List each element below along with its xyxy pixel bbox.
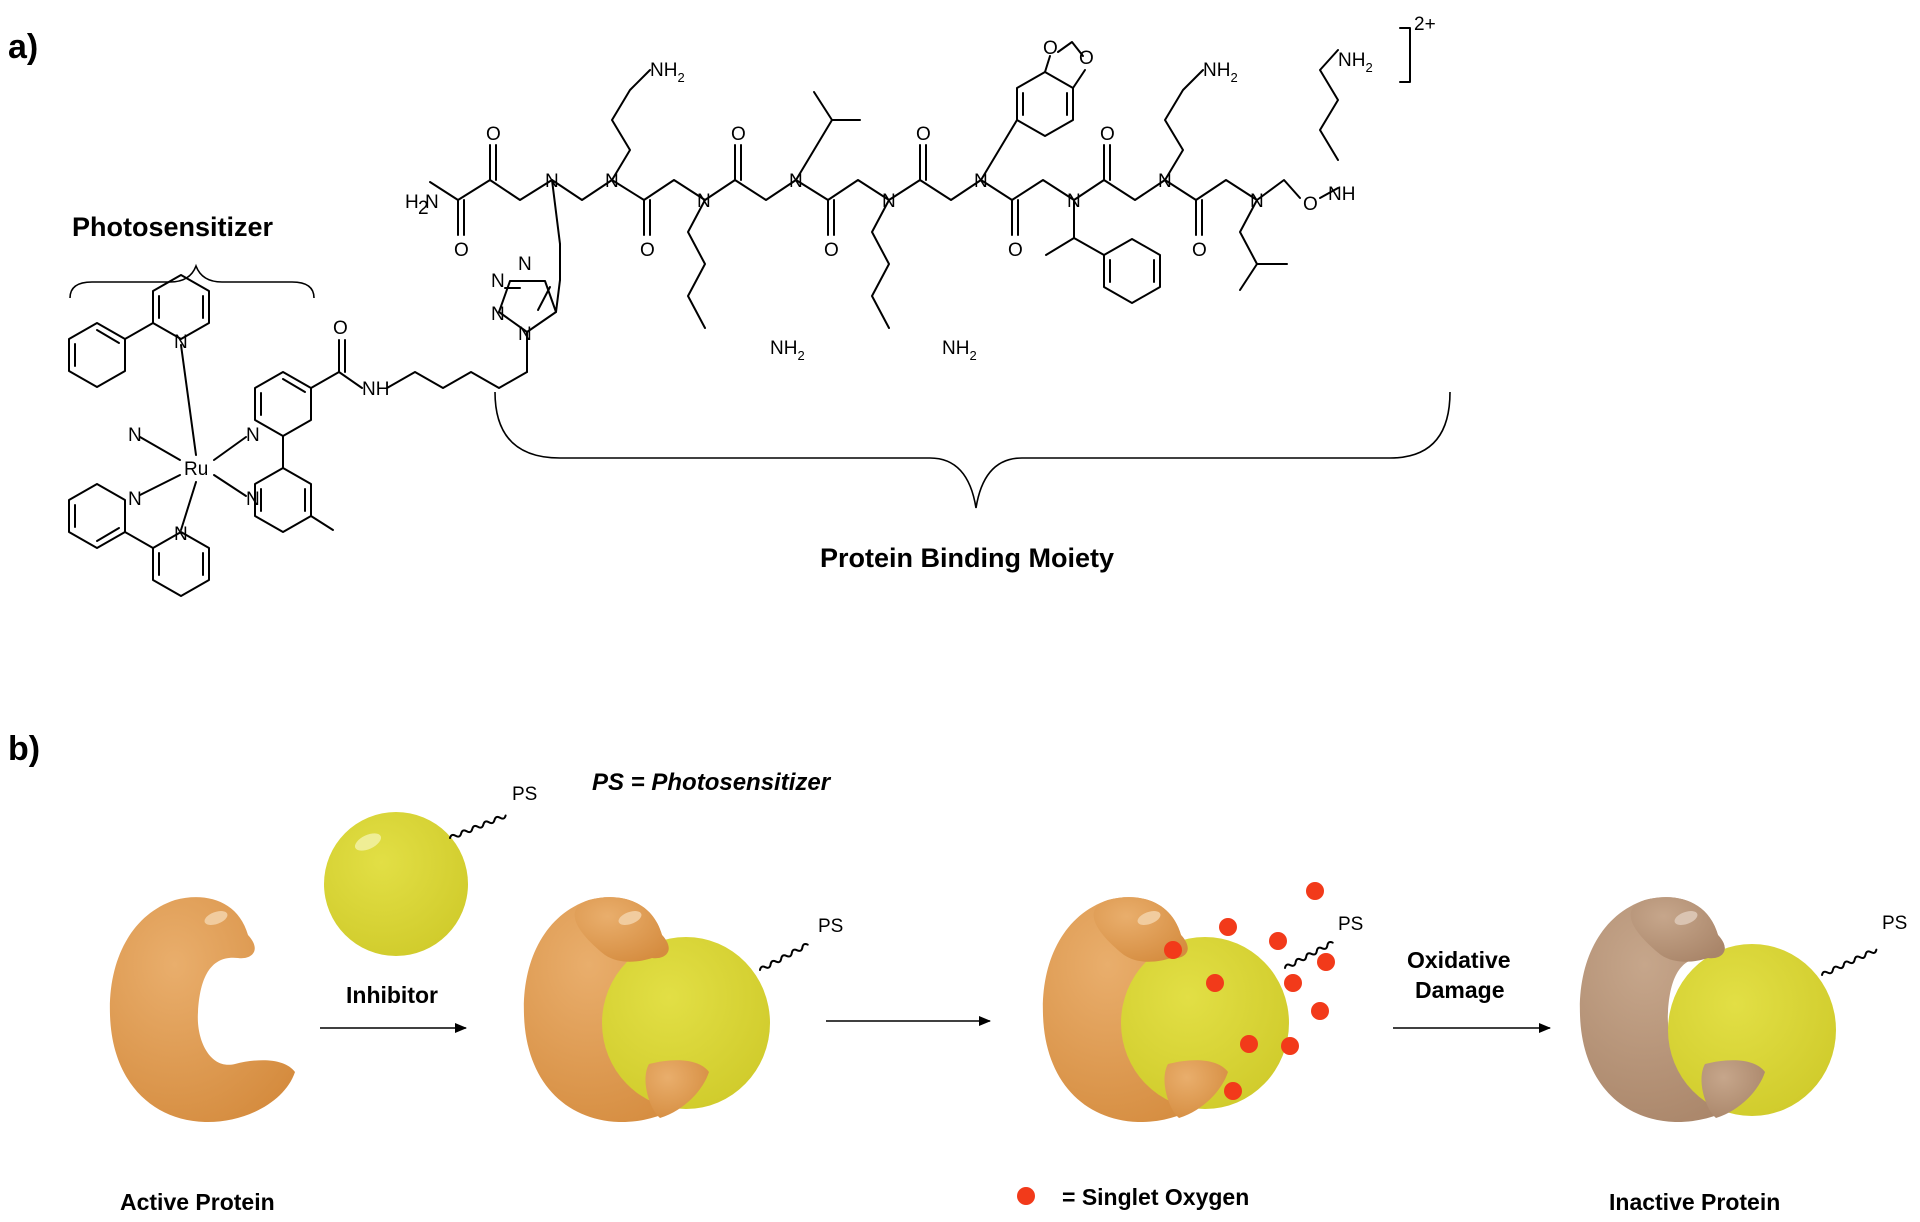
amine-labels: NH2 NH2 NH2 NH2 NH2: [650, 50, 1373, 363]
photosensitizer-brace: [69, 263, 315, 299]
photosensitizer-heading: Photosensitizer: [72, 212, 274, 242]
panel-a-label: a): [8, 28, 38, 66]
atom-nh-terminal: NH: [1328, 184, 1355, 205]
atom-n-triazole-1: N: [491, 304, 505, 325]
atom-h2n-terminal: H: [405, 192, 419, 213]
active-protein-shape: [109, 897, 295, 1123]
atom-o-c5: O: [916, 124, 931, 145]
atom-nh2-1: NH2: [650, 60, 685, 85]
atom-nh2-3: NH2: [1338, 50, 1373, 75]
atom-n-b3: N: [697, 191, 711, 212]
atom-n-b2: N: [605, 171, 619, 192]
singlet-oxygen-dot: [1317, 953, 1335, 971]
inhibitor-sphere: [324, 812, 507, 956]
atom-n-b9: N: [1250, 191, 1264, 212]
atom-o-c2: O: [640, 240, 655, 261]
singlet-oxygen-dot: [1269, 932, 1287, 950]
atom-n-triazole-4: N: [518, 324, 532, 345]
atom-nh2-5: NH2: [942, 338, 977, 363]
ps-tag-inactive: PS: [1882, 913, 1907, 934]
protein-inhibitor-complex: [523, 897, 770, 1123]
ps-tag-complex: PS: [818, 916, 843, 937]
atom-n6: N: [246, 489, 260, 510]
binding-moiety-brace: [494, 391, 1451, 509]
atom-n3: N: [128, 489, 142, 510]
atom-n-b1: N: [545, 171, 559, 192]
ps-linker-3: [1821, 948, 1878, 976]
ps-linker-2: [1284, 941, 1334, 969]
atom-nh-amide: NH: [362, 379, 389, 400]
singlet-oxygen-dot: [1206, 974, 1224, 992]
atom-n5: N: [246, 425, 260, 446]
ps-tag-free: PS: [512, 784, 537, 805]
oxidative-label-line1: Oxidative: [1407, 947, 1511, 973]
atom-o-terminal: O: [454, 240, 469, 261]
atom-o-ether: O: [1303, 194, 1318, 215]
ps-tag-activated: PS: [1338, 914, 1363, 935]
ps-definition: PS = Photosensitizer: [592, 769, 832, 796]
atom-n2: N: [128, 425, 142, 446]
singlet-oxygen-label: = Singlet Oxygen: [1062, 1184, 1249, 1210]
atom-n4: N: [174, 524, 188, 545]
inhibitor-label: Inhibitor: [346, 982, 438, 1008]
inactive-protein-complex: [1579, 897, 1836, 1123]
atom-nh2-2: NH2: [1203, 60, 1238, 85]
atom-n1: N: [174, 332, 188, 353]
atom-n-b7: N: [1067, 191, 1081, 212]
singlet-oxygen-dot: [1164, 941, 1182, 959]
singlet-oxygen-dot: [1219, 918, 1237, 936]
active-protein-label: Active Protein: [120, 1189, 275, 1215]
photoactivated-complex: [1042, 897, 1289, 1123]
ruthenium-complex-structure: [68, 243, 561, 597]
atom-n-b5: N: [882, 191, 896, 212]
charge-label: 2+: [1414, 14, 1436, 35]
atom-o-c4: O: [824, 240, 839, 261]
singlet-oxygen-legend-dot: [1017, 1187, 1035, 1205]
atom-n-b4: N: [789, 171, 803, 192]
atom-o-c8: O: [1192, 240, 1207, 261]
singlet-oxygen-dots: [1164, 882, 1335, 1100]
atom-o-c6: O: [1008, 240, 1023, 261]
oxidative-label-line2: Damage: [1415, 977, 1504, 1003]
atom-o-amide: O: [333, 318, 348, 339]
atom-o-c3: O: [731, 124, 746, 145]
singlet-oxygen-dot: [1281, 1037, 1299, 1055]
atom-n-triazole-3: N: [518, 254, 532, 275]
inactive-protein-label: Inactive Protein: [1609, 1189, 1780, 1215]
binding-moiety-label: Protein Binding Moiety: [820, 543, 1114, 573]
atom-o-dioxole-2: O: [1079, 48, 1094, 69]
peptoid-backbone-structure: [429, 27, 1411, 329]
singlet-oxygen-dot: [1311, 1002, 1329, 1020]
singlet-oxygen-dot: [1284, 974, 1302, 992]
atom-o-c1: O: [486, 124, 501, 145]
ps-linker-1: [759, 943, 809, 971]
singlet-oxygen-dot: [1306, 882, 1324, 900]
atom-nh2-4: NH2: [770, 338, 805, 363]
atom-n-b6: N: [974, 171, 988, 192]
singlet-oxygen-dot: [1240, 1035, 1258, 1053]
atom-o-c7: O: [1100, 124, 1115, 145]
atom-ru: Ru: [184, 459, 208, 480]
atom-h2n-terminal-sub: 2: [418, 198, 429, 219]
atom-n-triazole-2: N: [491, 271, 505, 292]
atom-o-dioxole-1: O: [1043, 38, 1058, 59]
atom-n-terminal: N: [425, 192, 439, 213]
singlet-oxygen-dot: [1224, 1082, 1242, 1100]
panel-b-label: b): [8, 730, 40, 768]
atom-n-b8: N: [1158, 171, 1172, 192]
